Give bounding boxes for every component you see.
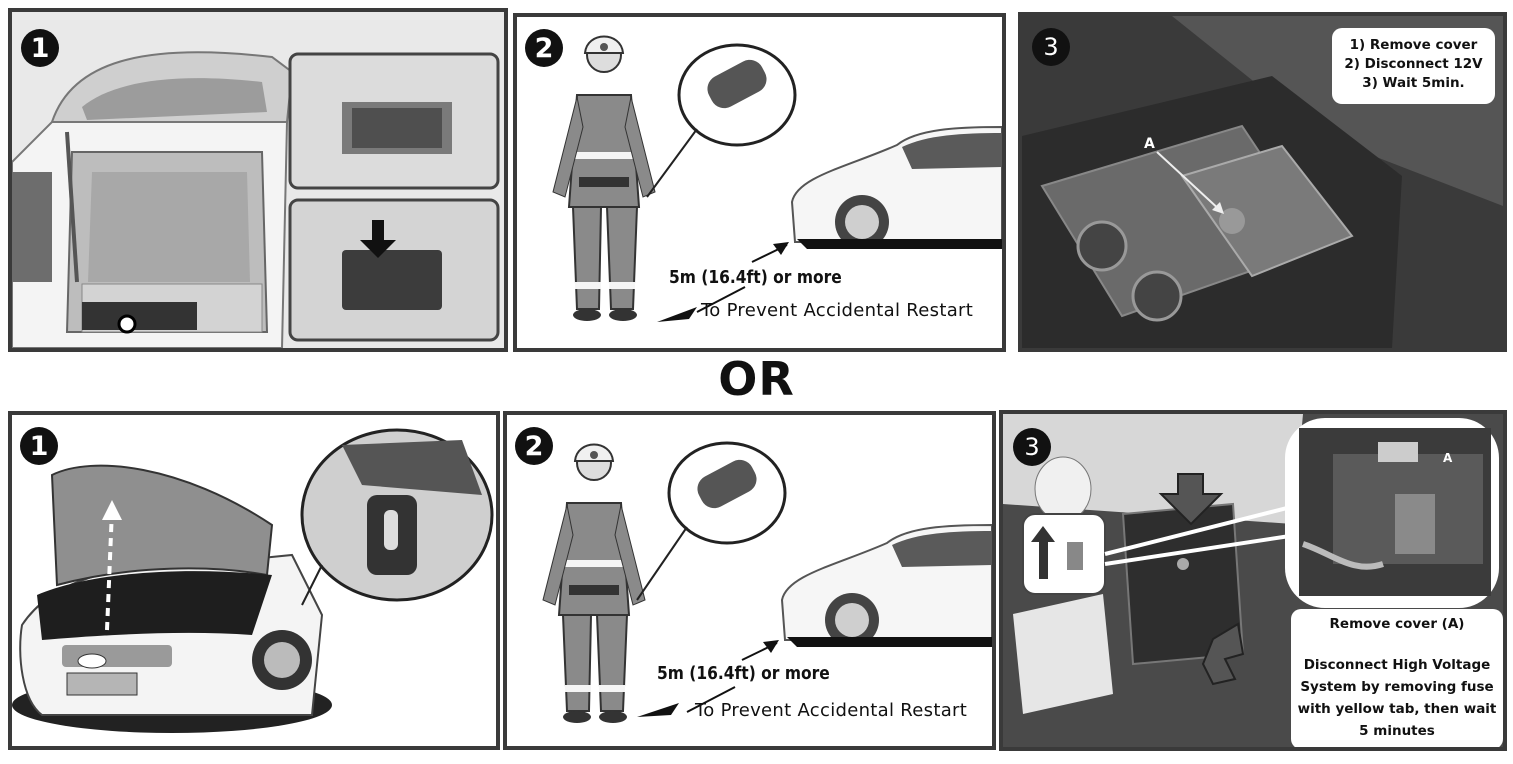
firefighter-figure [552,35,656,321]
distance-caption: 5m (16.4ft) or more [669,267,842,288]
top-step1-panel: 1 [8,8,508,352]
instruction-line: 5 minutes [1359,723,1435,739]
instruction-line: with yellow tab, then wait [1297,701,1497,717]
instruction-line: System by removing fuse [1300,679,1494,695]
step-number-badge: 1 [21,29,59,67]
fuse-tab-icon [1022,513,1106,595]
or-divider: OR [718,352,795,406]
hood-panel [50,464,274,587]
firefighter-distance-illustration [542,441,992,723]
suv-trunk-illustration [12,12,504,348]
firefighter-distance-illustration [552,35,1002,322]
instruction-title: Remove cover (A) [1329,616,1465,632]
instruction-line: 3) Wait 5min. [1362,75,1465,91]
step-number-badge: 1 [20,427,58,465]
callout-label-a: A [1443,451,1453,465]
bottom-step3-panel: A 3 Remove cover (A) Disconnect High Vol… [999,410,1507,751]
open-hood-illustration [12,428,494,733]
step-number-badge: 2 [525,29,563,67]
step-number-badge: 2 [515,427,553,465]
terminal-cover [1180,144,1354,278]
step-number-badge: 3 [1013,428,1051,466]
firefighter-figure [542,443,646,723]
callout-label-a: A [1144,136,1155,152]
fuse-box-photo: A [1003,414,1503,747]
top-step3-panel: A 3 1) Remove cover 2) Disconnect 12V 3)… [1018,12,1507,352]
step-number-badge: 3 [1032,28,1070,66]
instruction-note: Remove cover (A) Disconnect High Voltage… [1291,609,1503,747]
prevent-restart-caption: To Prevent Accidental Restart [695,700,968,721]
smart-key-icon [707,59,767,109]
prevent-restart-caption: To Prevent Accidental Restart [701,300,974,321]
instruction-line: Disconnect High Voltage [1303,657,1491,673]
top-step2-panel: 2 5m (16.4ft) or more To Prevent Acciden… [513,13,1006,352]
instruction-note: 1) Remove cover 2) Disconnect 12V 3) Wai… [1332,28,1495,104]
bottom-step1-panel: 1 [8,411,500,750]
instruction-line: 1) Remove cover [1349,37,1478,53]
bottom-step2-panel: 2 5m (16.4ft) or more To Prevent Acciden… [503,411,996,750]
smart-key-icon [697,459,757,509]
instruction-line: 2) Disconnect 12V [1344,56,1483,72]
access-point-marker [117,314,137,334]
distance-caption: 5m (16.4ft) or more [657,663,830,684]
